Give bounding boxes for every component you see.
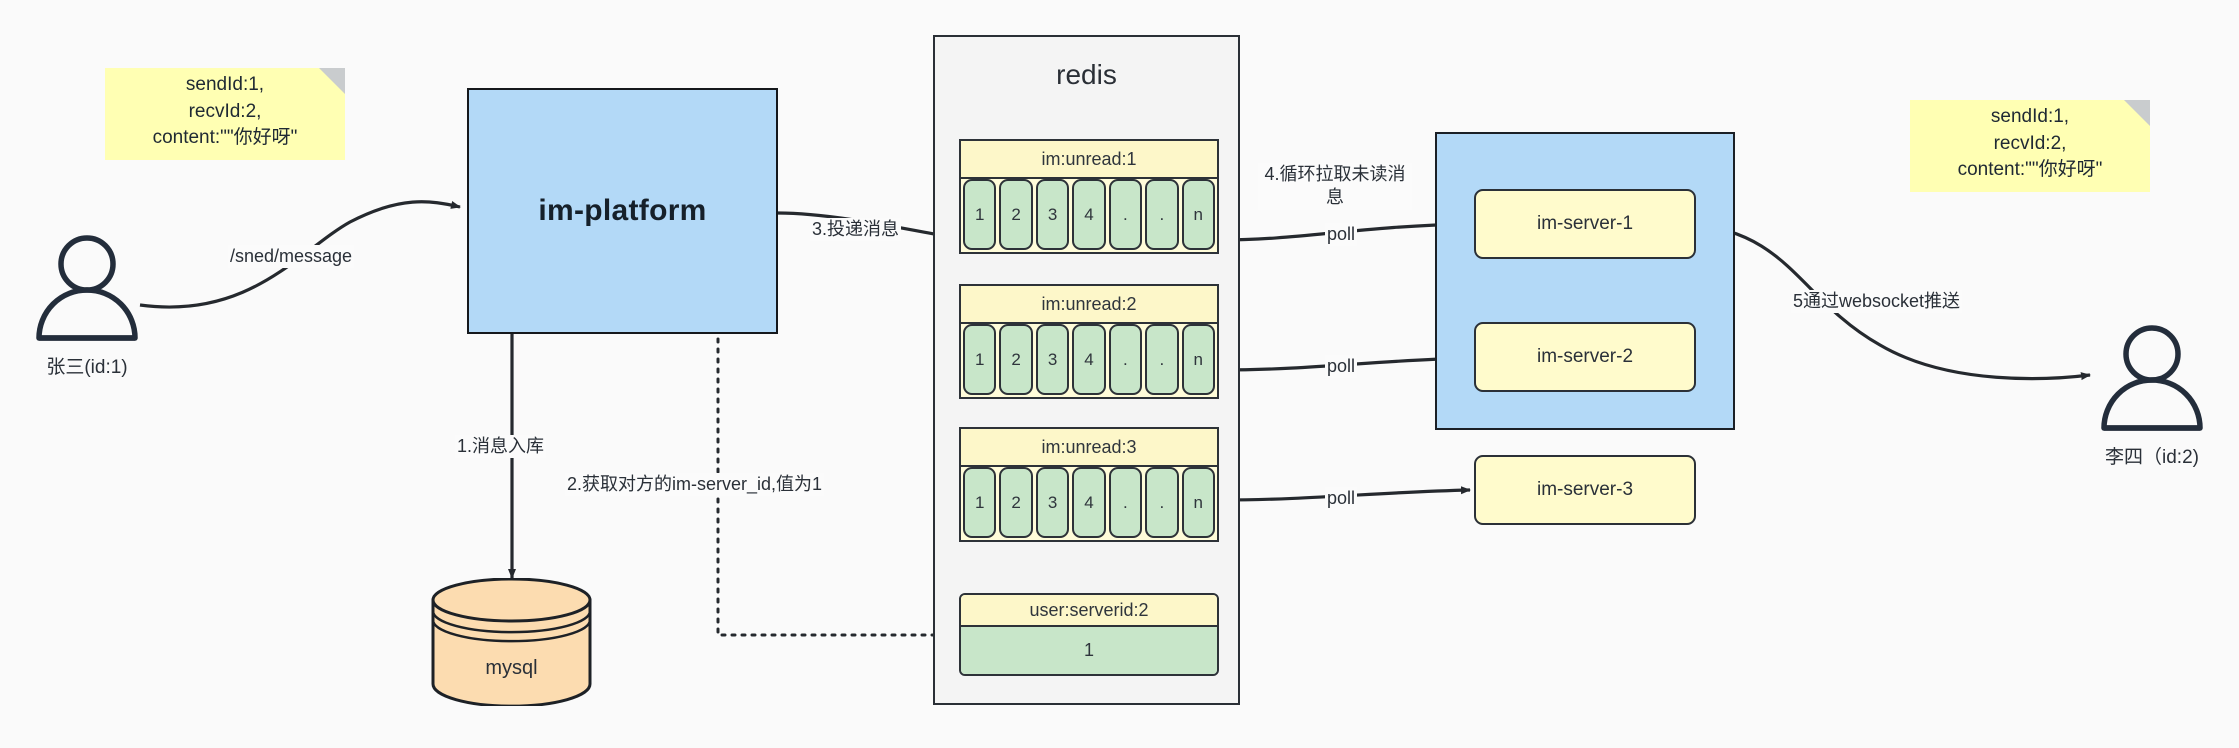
- actor-sender-label: 张三(id:1): [46, 357, 128, 378]
- im-server-3-label: im-server-3: [1536, 479, 1634, 500]
- redis-cell: 4: [1072, 179, 1106, 250]
- edge-label-step3: 3.投递消息: [810, 218, 902, 242]
- database-cylinder-icon: [431, 577, 592, 708]
- redis-cell: 4: [1072, 324, 1106, 395]
- redis-cells-3: 1 2 3 4 . . n: [961, 467, 1217, 540]
- edge-label-poll-2: poll: [1325, 355, 1358, 379]
- redis-cell: n: [1181, 324, 1215, 395]
- edge-label-step2: 2.获取对方的im-server_id,值为1: [565, 473, 825, 497]
- redis-unread-key-2: im:unread:2: [961, 286, 1217, 324]
- note-fold-icon: [2124, 100, 2150, 126]
- edge-label-poll-3: poll: [1325, 487, 1358, 511]
- redis-cell: .: [1108, 467, 1143, 538]
- redis-unread-key-3: im:unread:3: [961, 429, 1217, 467]
- redis-cell: 3: [1035, 467, 1070, 538]
- redis-cells-1: 1 2 3 4 . . n: [961, 179, 1217, 252]
- im-server-2-label: im-server-2: [1536, 346, 1634, 367]
- redis-cells-2: 1 2 3 4 . . n: [961, 324, 1217, 397]
- note-right-text: sendId:1, recvId:2, content:""你好呀": [1957, 105, 2103, 181]
- im-platform-node[interactable]: im-platform: [467, 88, 778, 334]
- redis-unread-key-1: im:unread:1: [961, 141, 1217, 179]
- edge-label-step5: 5通过websocket推送: [1791, 290, 1963, 314]
- redis-user-serverid-entry[interactable]: user:serverid:2 1: [959, 593, 1219, 676]
- edge-label-step4: 4.循环拉取未读消 息: [1258, 163, 1412, 210]
- edge-label-step1: 1.消息入库: [455, 435, 547, 459]
- note-left: sendId:1, recvId:2, content:""你好呀": [105, 68, 345, 160]
- redis-kv-value: 1: [961, 627, 1217, 674]
- actor-receiver-label: 李四（id:2): [2105, 447, 2199, 468]
- user-icon: [2101, 325, 2203, 431]
- im-server-1-node[interactable]: im-server-1: [1474, 189, 1696, 259]
- redis-unread-list-1[interactable]: im:unread:1 1 2 3 4 . . n: [959, 139, 1219, 254]
- redis-cell: n: [1181, 179, 1215, 250]
- redis-unread-list-3[interactable]: im:unread:3 1 2 3 4 . . n: [959, 427, 1219, 542]
- redis-cell: 4: [1072, 467, 1106, 538]
- redis-cell: 3: [1035, 324, 1070, 395]
- mysql-label: mysql: [485, 657, 538, 679]
- redis-cell: .: [1108, 179, 1143, 250]
- redis-cell: .: [1145, 467, 1179, 538]
- note-left-text: sendId:1, recvId:2, content:""你好呀": [152, 73, 298, 149]
- redis-cell: .: [1145, 324, 1179, 395]
- redis-unread-list-2[interactable]: im:unread:2 1 2 3 4 . . n: [959, 284, 1219, 399]
- redis-cell: 1: [963, 179, 997, 250]
- redis-cell: 2: [999, 467, 1033, 538]
- im-server-2-node[interactable]: im-server-2: [1474, 322, 1696, 392]
- im-server-1-label: im-server-1: [1536, 213, 1634, 234]
- redis-cell: .: [1108, 324, 1143, 395]
- edge-label-poll-1: poll: [1325, 223, 1358, 247]
- actor-sender: [30, 233, 145, 343]
- im-platform-label: im-platform: [538, 194, 707, 227]
- redis-cell: .: [1145, 179, 1179, 250]
- redis-cell: 2: [999, 324, 1033, 395]
- note-right: sendId:1, recvId:2, content:""你好呀": [1910, 100, 2150, 192]
- redis-cell: n: [1181, 467, 1215, 538]
- redis-cell: 1: [963, 467, 997, 538]
- redis-title: redis: [1056, 59, 1117, 90]
- actor-receiver: [2095, 323, 2210, 433]
- redis-kv-key: user:serverid:2: [961, 595, 1217, 627]
- note-fold-icon: [319, 68, 345, 94]
- redis-cell: 2: [999, 179, 1033, 250]
- redis-cell: 1: [963, 324, 997, 395]
- user-icon: [36, 235, 138, 341]
- mysql-node[interactable]: mysql: [430, 577, 593, 708]
- edge-label-send-message: /sned/message: [228, 245, 355, 269]
- redis-cell: 3: [1035, 179, 1070, 250]
- im-server-3-node[interactable]: im-server-3: [1474, 455, 1696, 525]
